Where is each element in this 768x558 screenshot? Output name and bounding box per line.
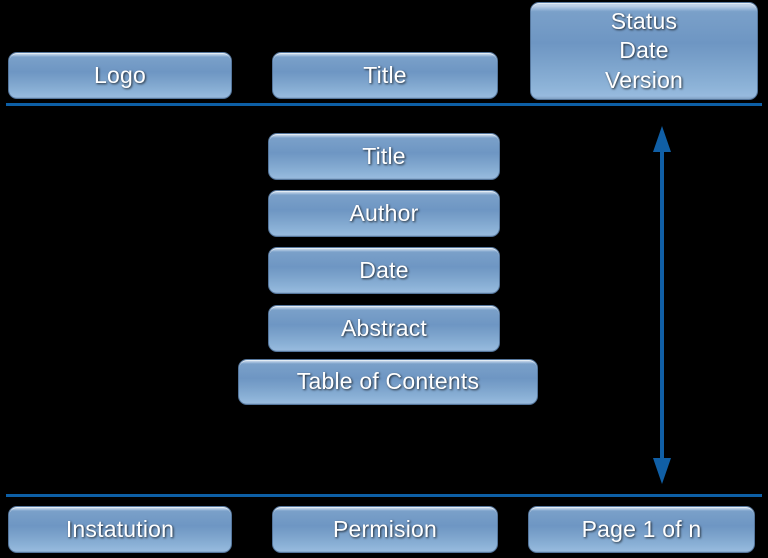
body-block-title[interactable]: Title — [268, 133, 500, 180]
header-logo-label: Logo — [94, 61, 146, 88]
footer-institution-label: Instatution — [65, 515, 175, 542]
header-status-date-version-box[interactable]: Status Date Version — [530, 2, 758, 100]
body-block-title-label: Title — [362, 142, 406, 169]
footer-permission-box[interactable]: Permision — [272, 506, 498, 553]
arrow-shaft — [660, 148, 664, 462]
header-title-label: Title — [363, 61, 407, 88]
footer-rule — [6, 494, 762, 497]
footer-permission-label: Permision — [332, 515, 438, 542]
header-status-date-version-label: Status Date Version — [604, 7, 684, 93]
body-block-author-label: Author — [349, 199, 419, 226]
body-block-table-of-contents[interactable]: Table of Contents — [238, 359, 538, 405]
arrowhead-down-icon — [653, 458, 671, 484]
footer-page-number-label: Page 1 of n — [581, 515, 702, 542]
footer-page-number-box[interactable]: Page 1 of n — [528, 506, 755, 553]
body-block-date[interactable]: Date — [268, 247, 500, 294]
content-extent-arrow — [649, 126, 675, 484]
arrowhead-up-icon — [653, 126, 671, 152]
body-block-date-label: Date — [359, 256, 409, 283]
header-title-box[interactable]: Title — [272, 52, 498, 99]
footer-institution-box[interactable]: Instatution — [8, 506, 232, 553]
body-block-abstract-label: Abstract — [341, 314, 427, 341]
body-block-table-of-contents-label: Table of Contents — [296, 368, 480, 395]
body-block-abstract[interactable]: Abstract — [268, 305, 500, 352]
header-rule — [6, 103, 762, 106]
body-block-author[interactable]: Author — [268, 190, 500, 237]
header-logo-box[interactable]: Logo — [8, 52, 232, 99]
